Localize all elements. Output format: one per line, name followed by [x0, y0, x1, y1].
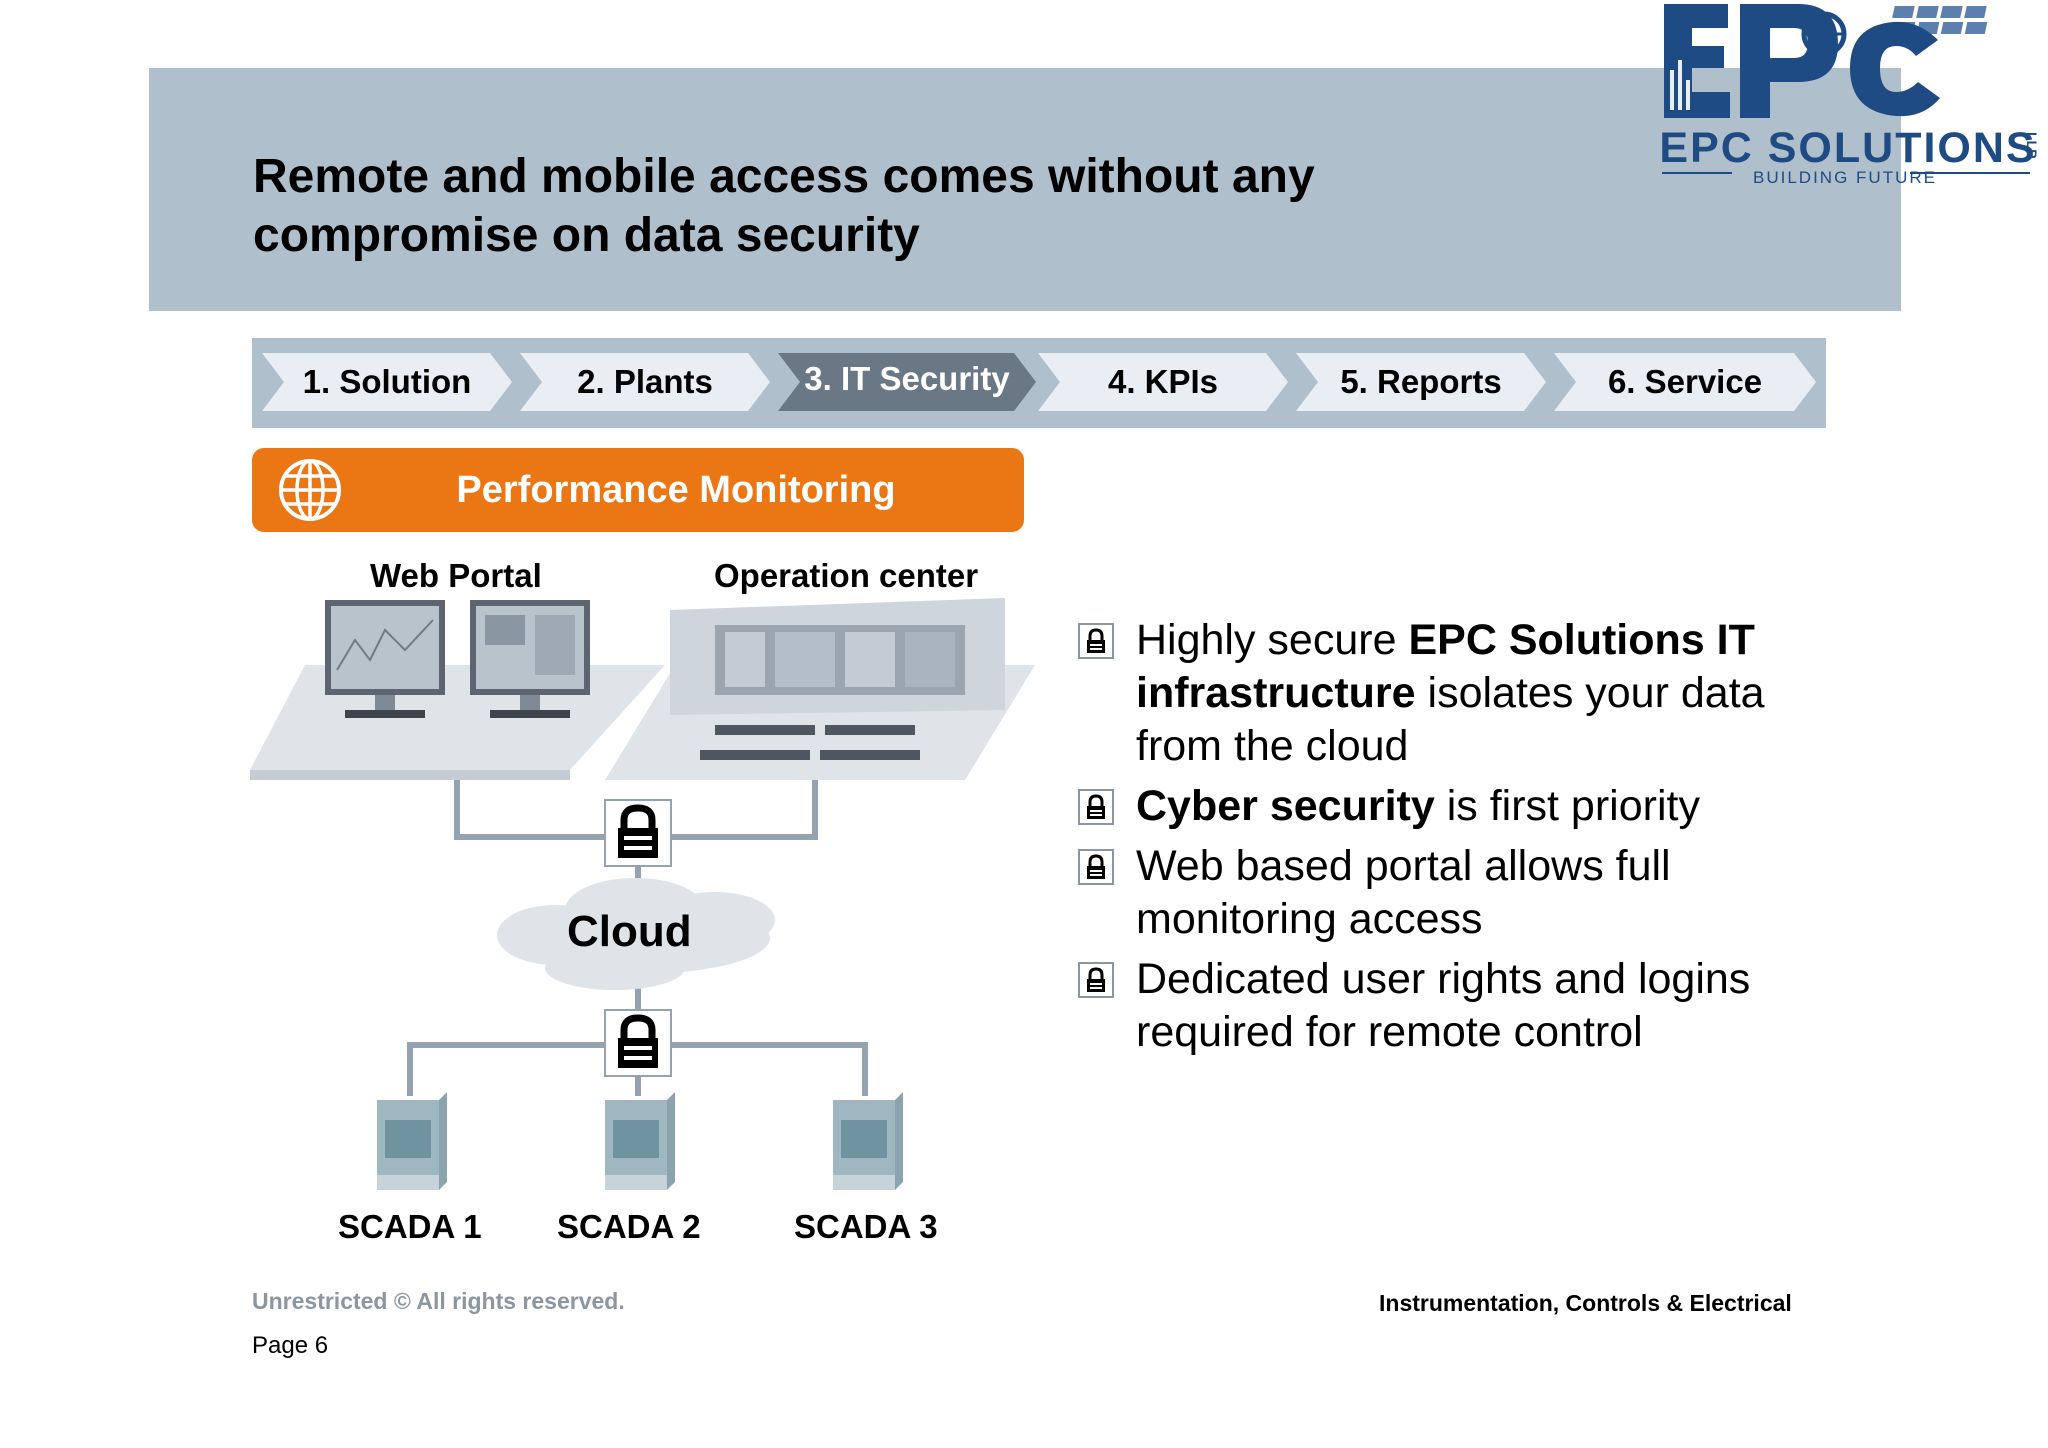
epc-logo [1648, 0, 2048, 195]
lock-bullet-icon [1078, 623, 1114, 659]
bullet-item: Web based portal allows full monitoring … [1074, 840, 1834, 946]
title-band [149, 68, 1901, 311]
logo-tagline: BUILDING FUTURE [1753, 168, 1937, 187]
bullet-item: Highly secure EPC Solutions IT infrastru… [1074, 614, 1834, 773]
bullet-text-pre: Highly secure [1136, 616, 1409, 664]
step-chevron [778, 353, 1036, 411]
web-portal-desk [250, 600, 665, 780]
page-title-line-1: Remote and mobile access comes without a… [253, 150, 1315, 203]
performance-banner [252, 448, 1024, 532]
step-label: 4. KPIs [1107, 363, 1219, 400]
lock-bullet-icon [1078, 789, 1114, 825]
bullet-list: Highly secure EPC Solutions IT infrastru… [1074, 614, 1834, 1066]
bullet-text: Dedicated user rights and logins require… [1136, 955, 1751, 1056]
bullet-item: Dedicated user rights and logins require… [1074, 953, 1834, 1059]
bullet-text-post: is first priority [1434, 782, 1700, 830]
step-label: 3. IT Security [804, 360, 1010, 397]
step-label: 5. Reports [1340, 363, 1502, 400]
logo-name: EPC SOLUTIONS [1659, 124, 2037, 172]
step-chevron [1296, 353, 1546, 411]
monitor-icon [470, 600, 590, 718]
lock-bullet-icon [1078, 849, 1114, 885]
step-plants[interactable]: 2. Plants [520, 353, 770, 411]
footer-copyright: Unrestricted © All rights reserved. [252, 1288, 625, 1314]
scada-cabinet-icon [605, 1092, 675, 1190]
step-chevron [1038, 353, 1288, 411]
step-solution[interactable]: 1. Solution [262, 353, 512, 411]
scada-cabinet-icon [833, 1092, 903, 1190]
step-reports[interactable]: 5. Reports [1296, 353, 1546, 411]
scada-label-1: SCADA 1 [338, 1208, 482, 1245]
globe-icon [279, 459, 341, 521]
scada-cabinet-icon [377, 1092, 447, 1190]
step-chevron [262, 353, 512, 411]
step-label: 1. Solution [302, 363, 472, 400]
web-portal-label: Web Portal [370, 557, 542, 594]
footer-page-number: Page 6 [252, 1332, 329, 1359]
control-room-icon [605, 598, 1035, 780]
bullet-text-bold: Cyber security [1136, 782, 1435, 830]
lock-icon [604, 799, 672, 867]
scada-label-3: SCADA 3 [794, 1208, 938, 1245]
step-kpis[interactable]: 4. KPIs [1038, 353, 1288, 411]
monitor-icon [325, 600, 445, 718]
step-service[interactable]: 6. Service [1554, 353, 1816, 411]
step-it-security[interactable]: 3. IT Security [778, 353, 1036, 411]
performance-banner-label: Performance Monitoring [456, 469, 896, 511]
network-diagram [250, 598, 1035, 1190]
cloud-label: Cloud [567, 907, 692, 956]
bullet-text-post: isolates your data from the cloud [1136, 669, 1765, 770]
cloud-icon [497, 878, 775, 990]
logo-suffix: LLP [2024, 132, 2040, 159]
step-chevron [1554, 353, 1816, 411]
bullet-item: Cyber security is first priority [1074, 780, 1834, 833]
step-label: 6. Service [1607, 363, 1763, 400]
bullet-text-bold: EPC Solutions IT infrastructure [1136, 616, 1755, 717]
step-chevron [520, 353, 770, 411]
step-label: 2. Plants [577, 363, 713, 400]
scada-label-2: SCADA 2 [557, 1208, 701, 1245]
operation-center-label: Operation center [714, 557, 979, 594]
footer-division: Instrumentation, Controls & Electrical [1379, 1290, 1792, 1316]
page-title: Remote and mobile access comes without a… [253, 147, 1453, 265]
process-stepper: 1. Solution 2. Plants 3. IT Security 4. … [252, 338, 1826, 428]
bullet-text: Web based portal allows full monitoring … [1136, 842, 1671, 943]
page-title-line-2: compromise on data security [253, 209, 920, 262]
lock-bullet-icon [1078, 962, 1114, 998]
epc-logo-icon [1662, 4, 2030, 174]
lock-icon [604, 1009, 672, 1077]
